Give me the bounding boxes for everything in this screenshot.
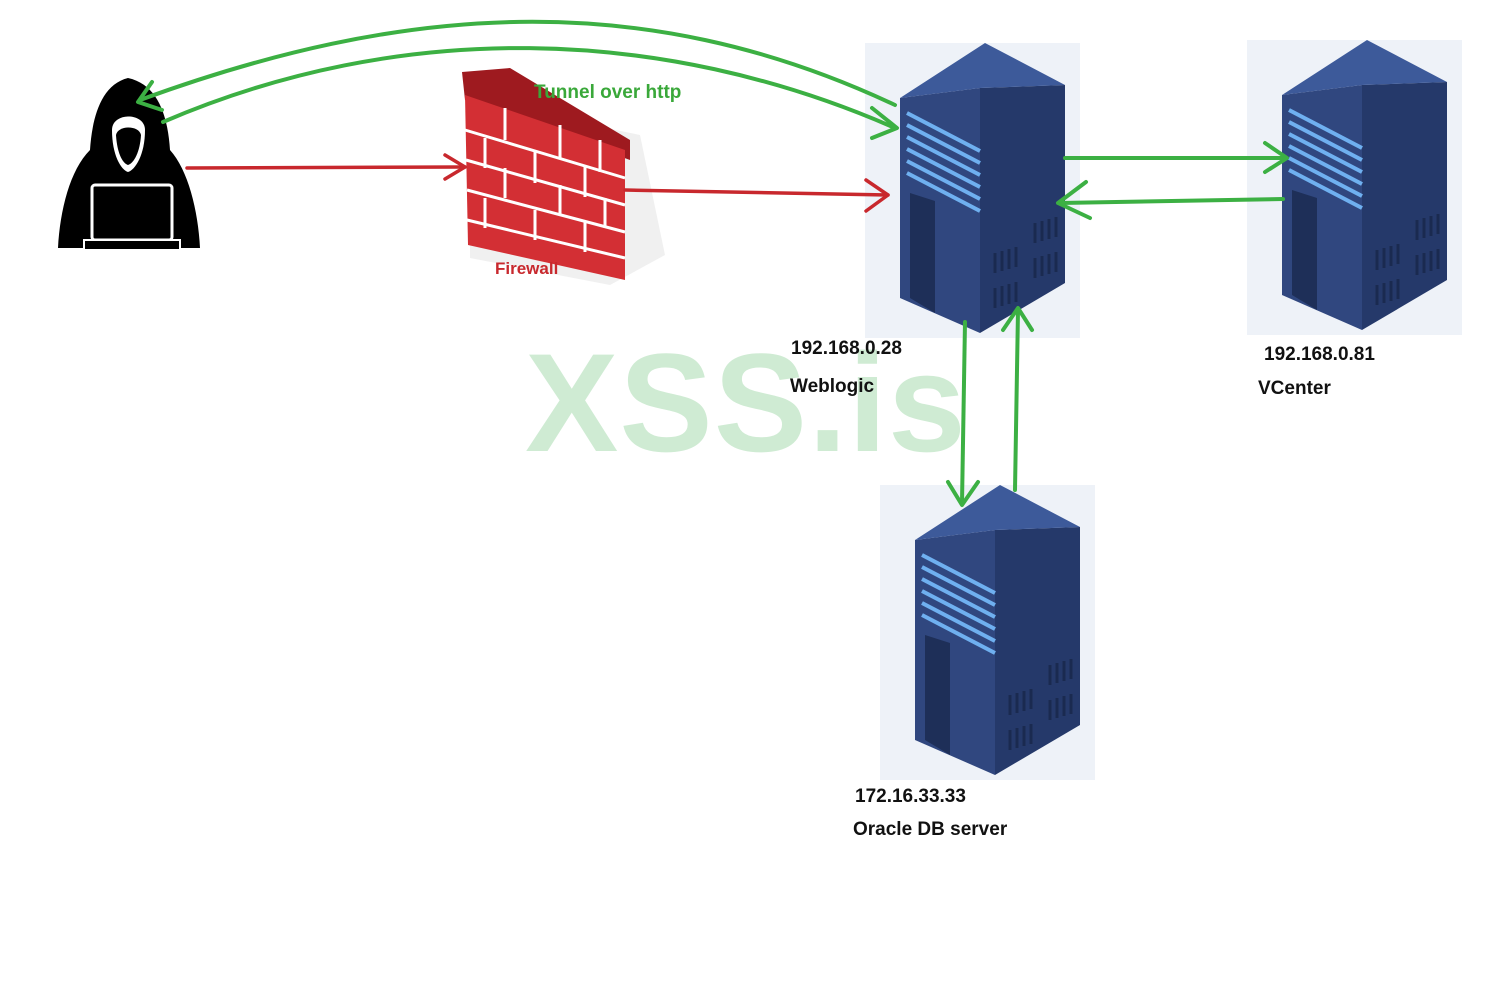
vcenter-to-weblogic-arrow (1056, 180, 1285, 220)
vcenter-name-label: VCenter (1258, 378, 1331, 399)
oracle-to-weblogic-arrow (1001, 306, 1034, 492)
attacker-to-firewall-arrow (185, 153, 467, 181)
weblogic-to-oracle-arrow (946, 320, 980, 507)
oracle-name-label: Oracle DB server (853, 819, 1008, 840)
firewall-to-weblogic-arrow (623, 178, 890, 213)
oracle-server-icon (878, 483, 1097, 782)
firewall-icon (462, 68, 665, 285)
firewall-label: Firewall (495, 259, 559, 278)
tunnel-label: Tunnel over http (534, 82, 682, 103)
weblogic-to-vcenter-arrow (1063, 141, 1289, 174)
hacker-icon (58, 78, 200, 251)
weblogic-name-label: Weblogic (790, 376, 875, 397)
watermark-text: XSS.is (525, 324, 967, 481)
tunnel-return-arrow (136, 19, 897, 112)
weblogic-ip-label: 192.168.0.28 (791, 338, 902, 359)
oracle-ip-label: 172.16.33.33 (855, 786, 966, 807)
tunnel-forward-arrow (161, 46, 899, 140)
weblogic-server-icon (863, 41, 1082, 340)
vcenter-server-icon (1245, 38, 1464, 337)
vcenter-ip-label: 192.168.0.81 (1264, 344, 1375, 365)
